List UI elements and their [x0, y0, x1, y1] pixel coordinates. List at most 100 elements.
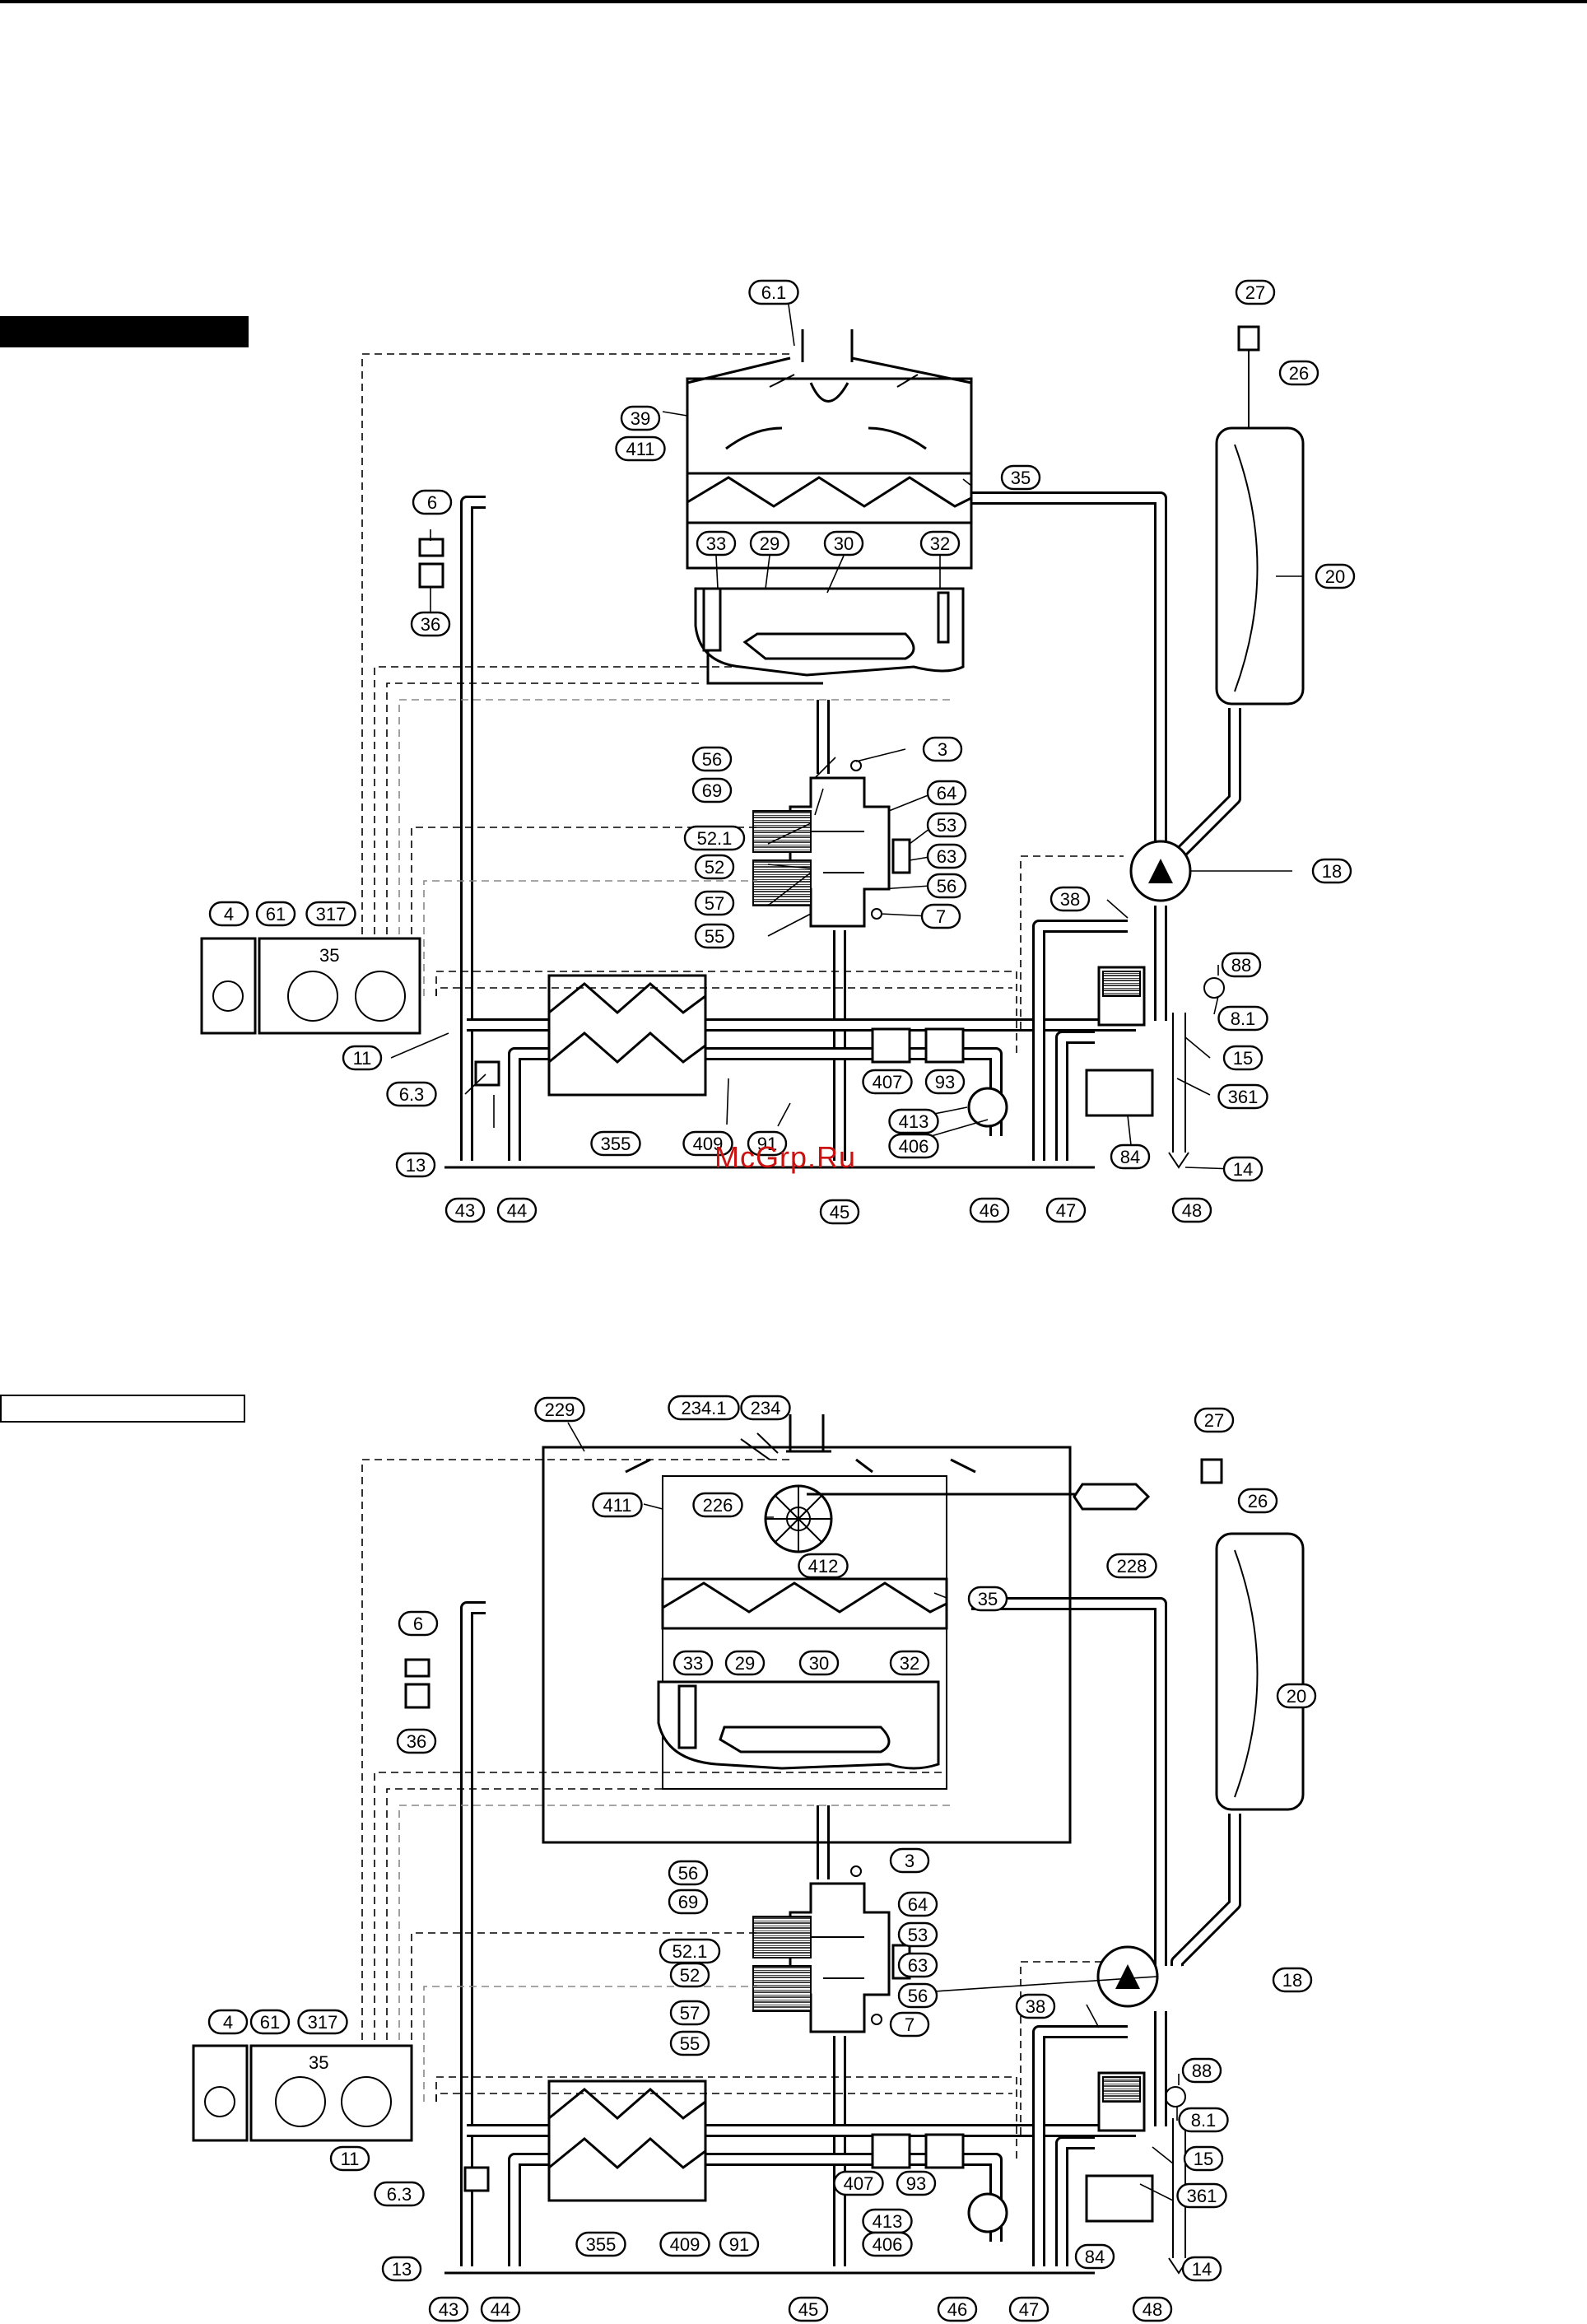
callout-4: 4 — [208, 901, 249, 927]
svg-text:406: 406 — [873, 2234, 903, 2255]
callout-57: 57 — [669, 2000, 710, 2026]
svg-text:234.1: 234.1 — [681, 1398, 726, 1418]
svg-text:317: 317 — [308, 2012, 338, 2033]
callout-33: 33 — [696, 530, 737, 557]
callout-44: 44 — [480, 2296, 521, 2322]
callout-229: 229 — [534, 1396, 585, 1423]
diagram-1: 35 — [200, 304, 1303, 1169]
svg-text:18: 18 — [1282, 1970, 1302, 1991]
svg-text:33: 33 — [706, 533, 726, 554]
callout-56: 56 — [926, 873, 967, 899]
svg-text:53: 53 — [908, 1925, 928, 1945]
svg-text:35: 35 — [1011, 468, 1031, 488]
svg-text:11: 11 — [341, 2149, 360, 2169]
callout-409: 409 — [682, 1130, 733, 1157]
svg-text:48: 48 — [1143, 2299, 1162, 2320]
svg-text:6.3: 6.3 — [399, 1084, 425, 1105]
watermark-text: McGrp.Ru — [714, 1140, 857, 1174]
callout-43: 43 — [444, 1197, 486, 1223]
callout-93: 93 — [924, 1069, 966, 1095]
svg-text:407: 407 — [873, 1072, 903, 1092]
svg-text:226: 226 — [703, 1495, 733, 1516]
svg-text:18: 18 — [1322, 861, 1342, 882]
callout-43: 43 — [428, 2296, 469, 2322]
callout-48: 48 — [1132, 2296, 1173, 2322]
svg-text:35: 35 — [978, 1589, 998, 1609]
svg-text:43: 43 — [439, 2299, 458, 2320]
svg-text:56: 56 — [937, 876, 956, 897]
callout-84: 84 — [1074, 2243, 1115, 2270]
svg-text:55: 55 — [705, 926, 724, 947]
callout-29: 29 — [724, 1650, 766, 1676]
callout-29: 29 — [749, 530, 790, 557]
callout-27: 27 — [1235, 279, 1276, 305]
callout-15: 15 — [1222, 1045, 1264, 1071]
svg-text:56: 56 — [908, 1986, 928, 2006]
svg-text:8.1: 8.1 — [1191, 2110, 1217, 2131]
callout-64: 64 — [897, 1891, 938, 1917]
svg-text:88: 88 — [1192, 2061, 1212, 2081]
callout-45: 45 — [788, 2296, 829, 2322]
callout-407: 407 — [833, 2170, 884, 2196]
callout-6-1: 6.1 — [748, 279, 799, 305]
svg-text:48: 48 — [1182, 1200, 1202, 1221]
callout-409: 409 — [659, 2231, 710, 2257]
svg-text:20: 20 — [1287, 1686, 1306, 1707]
callout-63: 63 — [897, 1952, 938, 1978]
svg-text:317: 317 — [316, 904, 347, 924]
svg-text:64: 64 — [937, 783, 956, 803]
svg-text:13: 13 — [406, 1155, 426, 1176]
svg-text:91: 91 — [729, 2234, 749, 2255]
callout-411: 411 — [615, 435, 666, 462]
callout-32: 32 — [889, 1650, 930, 1676]
svg-text:84: 84 — [1120, 1147, 1140, 1167]
svg-text:407: 407 — [844, 2173, 874, 2194]
svg-text:63: 63 — [937, 846, 956, 867]
svg-text:411: 411 — [603, 1495, 631, 1516]
callout-411: 411 — [592, 1492, 643, 1518]
svg-text:3: 3 — [905, 1851, 915, 1871]
svg-text:56: 56 — [702, 749, 722, 770]
svg-text:32: 32 — [930, 533, 950, 554]
callout-35: 35 — [1000, 464, 1041, 491]
callout-55: 55 — [669, 2030, 710, 2056]
svg-text:27: 27 — [1204, 1410, 1224, 1431]
callout-6: 6 — [398, 1610, 439, 1637]
callout-91: 91 — [719, 2231, 760, 2257]
diagram-2: 35 — [192, 1414, 1303, 2273]
callout-413: 413 — [862, 2208, 913, 2234]
svg-text:47: 47 — [1019, 2299, 1039, 2320]
callout-88: 88 — [1181, 2057, 1222, 2084]
callout-26: 26 — [1278, 360, 1319, 386]
svg-text:69: 69 — [678, 1892, 698, 1912]
svg-text:47: 47 — [1056, 1200, 1076, 1221]
svg-text:38: 38 — [1060, 889, 1080, 910]
callout-7: 7 — [889, 2011, 930, 2038]
callout-20: 20 — [1276, 1683, 1317, 1709]
svg-text:63: 63 — [908, 1955, 928, 1976]
svg-text:228: 228 — [1117, 1556, 1147, 1577]
callout-18: 18 — [1272, 1967, 1313, 1993]
callout-407: 407 — [862, 1069, 913, 1095]
svg-text:84: 84 — [1085, 2247, 1105, 2267]
svg-text:413: 413 — [899, 1111, 929, 1132]
display-digits: 35 — [309, 2052, 328, 2073]
callout-6: 6 — [412, 489, 453, 515]
svg-text:44: 44 — [491, 2299, 510, 2320]
svg-text:44: 44 — [507, 1200, 527, 1221]
callout-52: 52 — [694, 854, 735, 880]
callout-3: 3 — [889, 1847, 930, 1874]
svg-text:52: 52 — [680, 1965, 700, 1986]
svg-text:46: 46 — [980, 1200, 999, 1221]
svg-text:11: 11 — [353, 1048, 372, 1069]
callout-39: 39 — [620, 405, 661, 431]
svg-text:29: 29 — [735, 1653, 755, 1674]
svg-text:409: 409 — [693, 1134, 724, 1154]
callout-35: 35 — [967, 1586, 1008, 1612]
callout-53: 53 — [897, 1921, 938, 1948]
callout-64: 64 — [926, 780, 967, 806]
svg-text:406: 406 — [899, 1136, 929, 1157]
callout-91: 91 — [747, 1130, 788, 1157]
section-bar-filled — [0, 316, 249, 347]
callout-61: 61 — [249, 2009, 291, 2035]
